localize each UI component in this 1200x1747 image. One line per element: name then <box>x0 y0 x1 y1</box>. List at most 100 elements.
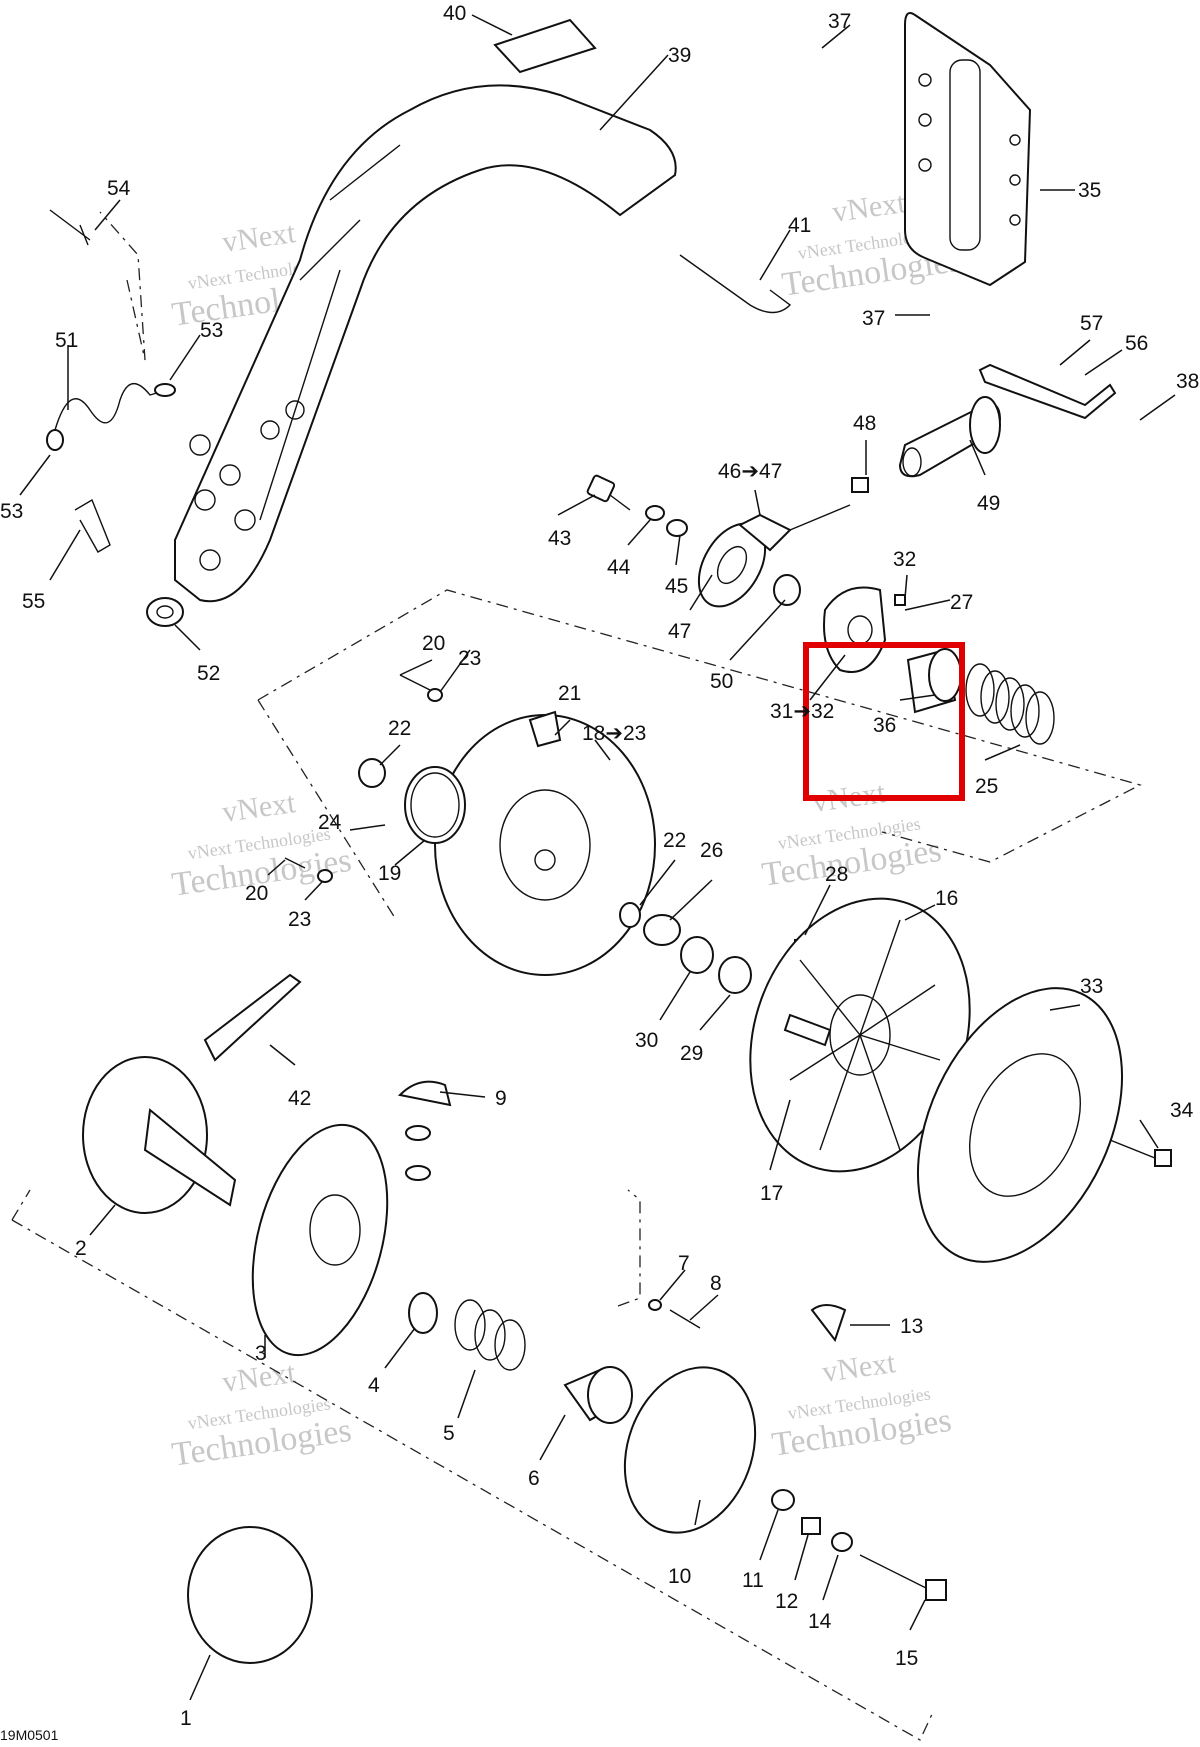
spring-5 <box>454 1299 526 1371</box>
callout-39: 39 <box>668 44 691 67</box>
washer-23-bottom <box>317 869 333 883</box>
support-shaft <box>898 396 1002 478</box>
callout-1: 1 <box>180 1707 192 1730</box>
callout-54: 54 <box>107 177 131 200</box>
washer-7 <box>648 1299 662 1311</box>
callout-22-bottom: 22 <box>663 829 686 852</box>
callout-5: 5 <box>443 1422 455 1445</box>
callout-47: 47 <box>668 620 691 643</box>
weight-13 <box>810 1304 847 1343</box>
washer-45 <box>666 519 688 537</box>
washer-23-top <box>427 688 443 702</box>
watermark-2: vNext vNext Technologies Technologies <box>780 186 964 304</box>
watermark-5: vNext vNext Technologies Technologies <box>170 1356 354 1474</box>
callout-29: 29 <box>680 1042 703 1065</box>
callout-44: 44 <box>607 556 631 579</box>
tether-eyelet <box>154 383 176 397</box>
screw-20-bottom <box>284 857 306 869</box>
slider-shoe <box>894 594 906 606</box>
callout-53-top: 53 <box>200 319 223 342</box>
callout-25: 25 <box>975 775 998 798</box>
belt-guard <box>174 84 677 603</box>
callout-30: 30 <box>635 1029 658 1052</box>
callout-37-top: 37 <box>828 10 851 33</box>
decal-42 <box>203 973 302 1062</box>
callout-33: 33 <box>1080 975 1103 998</box>
callout-31-32: 31➔32 <box>770 700 834 723</box>
callout-12: 12 <box>775 1590 798 1613</box>
assembly-outlines <box>11 211 1142 1741</box>
svg-text:vNext: vNext <box>220 786 298 829</box>
driven-pulley-outline-left <box>257 699 396 919</box>
callout-42: 42 <box>288 1087 311 1110</box>
tether-outline <box>99 211 146 361</box>
callout-26: 26 <box>700 839 723 862</box>
callout-48: 48 <box>853 412 876 435</box>
highlight-box <box>803 642 965 801</box>
callout-18-23: 18➔23 <box>582 722 646 745</box>
callout-34: 34 <box>1170 1099 1194 1122</box>
callout-56: 56 <box>1125 332 1148 355</box>
bushing <box>146 597 184 627</box>
svg-text:vNext: vNext <box>820 1346 898 1389</box>
callout-55: 55 <box>22 590 45 613</box>
callout-32-top: 32 <box>893 548 916 571</box>
retaining-rod <box>679 254 792 314</box>
callout-52: 52 <box>197 662 220 685</box>
watermark-6: vNext vNext Technologies Technologies <box>770 1346 954 1464</box>
retaining-clip <box>74 498 111 553</box>
support-bracket <box>978 363 1117 420</box>
svg-text:vNext: vNext <box>220 216 298 259</box>
drawing-code: 19M0501 <box>0 1727 59 1743</box>
decal <box>493 18 597 74</box>
callout-40: 40 <box>443 2 466 25</box>
callout-43: 43 <box>548 527 571 550</box>
callout-9: 9 <box>495 1087 507 1110</box>
callout-22-top: 22 <box>388 717 411 740</box>
mounting-bracket <box>904 12 1032 287</box>
washer-11 <box>771 1489 795 1511</box>
drive-pulley-outline-top <box>11 1189 31 1221</box>
callout-7: 7 <box>678 1252 690 1275</box>
callout-23-bottom: 23 <box>288 908 311 931</box>
callout-37-bottom: 37 <box>862 307 885 330</box>
callout-28: 28 <box>825 863 848 886</box>
ring-22 <box>619 902 641 928</box>
callout-15: 15 <box>895 1647 918 1670</box>
bolt-34-head <box>1154 1149 1172 1167</box>
callout-53-bottom: 53 <box>0 500 23 523</box>
leader-lines <box>19 14 1176 1701</box>
washer-26 <box>643 914 681 946</box>
callout-10: 10 <box>668 1565 691 1588</box>
callout-20-bottom: 20 <box>245 882 268 905</box>
callout-41: 41 <box>788 214 811 237</box>
fixed-sheave-2 <box>82 1056 237 1214</box>
washer-30 <box>680 936 714 974</box>
washer-29 <box>718 956 752 994</box>
callout-36: 36 <box>873 714 896 737</box>
spider-6 <box>563 1366 633 1424</box>
bolt-15 <box>859 1554 931 1591</box>
driven-pulley-assembly-outline <box>257 589 1142 863</box>
drive-pulley-assembly-outline <box>11 1219 934 1741</box>
callout-35: 35 <box>1078 179 1101 202</box>
brake-disc <box>916 987 1124 1263</box>
o-ring-22 <box>358 758 386 788</box>
cam <box>823 586 887 673</box>
screw-20-top <box>399 674 431 691</box>
callout-20-top: 20 <box>422 632 445 655</box>
callout-45: 45 <box>665 575 688 598</box>
nut-48 <box>851 477 869 493</box>
callout-19: 19 <box>378 862 401 885</box>
screw-8 <box>669 1309 701 1329</box>
callout-11: 11 <box>742 1569 764 1592</box>
tether-cable <box>54 383 161 431</box>
nut-12 <box>801 1517 821 1535</box>
callout-23-top: 23 <box>458 647 481 670</box>
callout-21: 21 <box>558 682 581 705</box>
cap-1 <box>187 1526 313 1664</box>
bolt-43 <box>586 474 631 511</box>
tether-ring <box>46 429 64 451</box>
sliding-sheave <box>434 714 656 976</box>
ring-4 <box>408 1292 438 1334</box>
